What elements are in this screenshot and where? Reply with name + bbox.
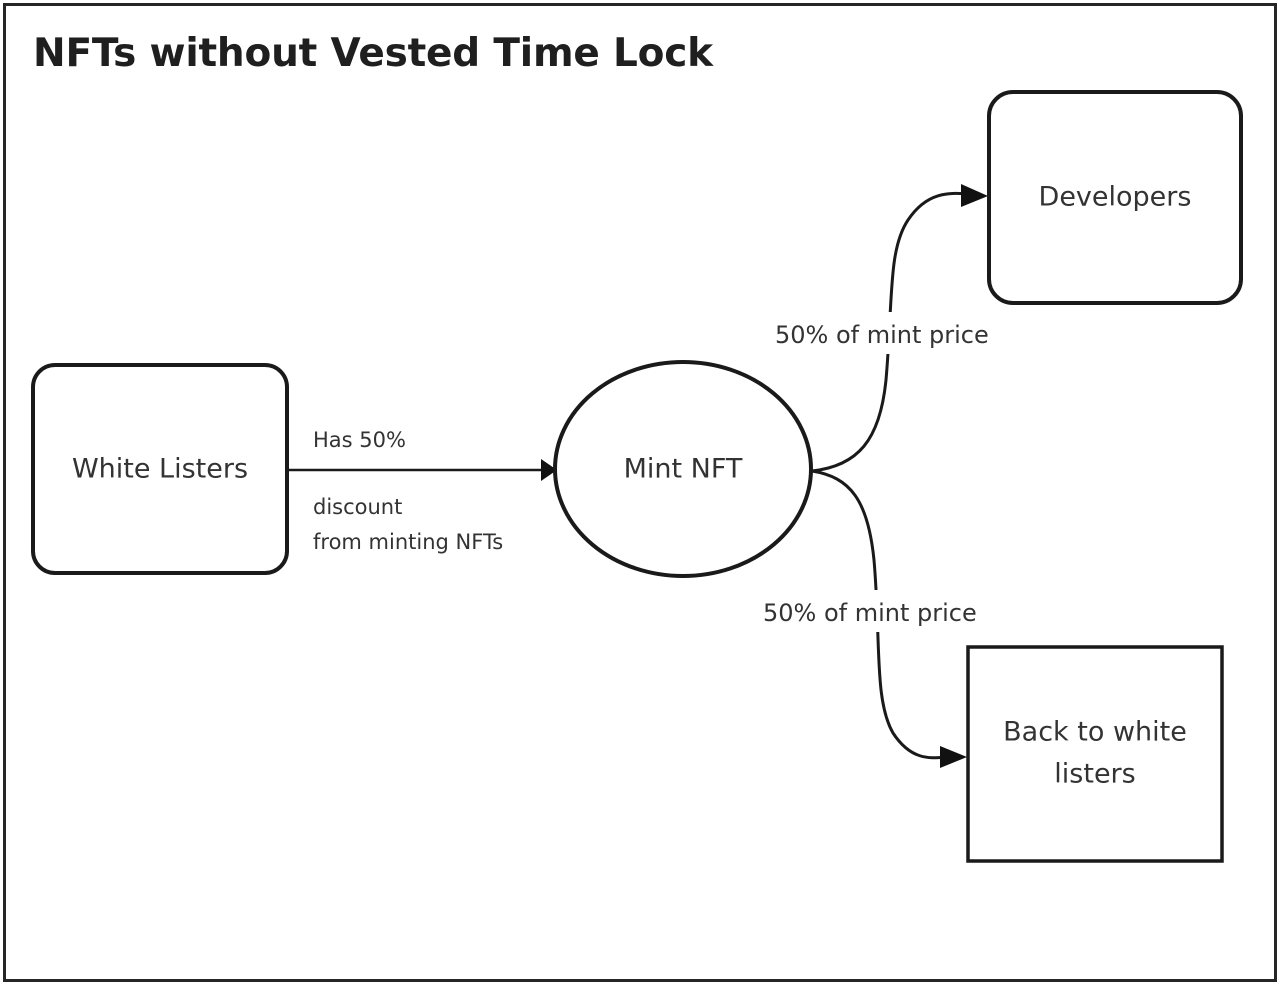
- edge-mint-nft-to-developers[interactable]: 50% of mint price: [770, 184, 1005, 473]
- node-label: White Listers: [72, 454, 248, 485]
- node-shape-rounded-rectangle: [31, 363, 289, 575]
- edge-label: 50% of mint price: [775, 321, 989, 349]
- node-back-to-white-listers[interactable]: Back to white listers: [966, 645, 1224, 863]
- node-shape-ellipse: [553, 360, 813, 578]
- node-white-listers[interactable]: White Listers: [31, 363, 289, 575]
- node-label-line-2: listers: [1054, 759, 1135, 790]
- edge-curve: [811, 469, 949, 760]
- arrow-head-icon: [961, 184, 988, 207]
- edge-label-backdrop: [770, 312, 1005, 354]
- node-shape-rectangle: [966, 645, 1224, 863]
- page-title: NFTs without Vested Time Lock: [33, 31, 713, 76]
- node-label: Developers: [1039, 182, 1192, 213]
- edge-label: 50% of mint price: [763, 599, 977, 627]
- node-label: Mint NFT: [624, 454, 743, 485]
- edge-curve: [811, 191, 969, 473]
- arrow-head-icon: [541, 459, 557, 481]
- edge-mint-nft-to-back-to-white-listers[interactable]: 50% of mint price: [758, 469, 996, 768]
- edge-label-line-1: Has 50%: [313, 428, 406, 452]
- arrow-head-icon: [940, 746, 967, 768]
- edge-label-line-2: discount: [313, 495, 402, 519]
- edge-label-line-3: from minting NFTs: [313, 530, 503, 554]
- node-mint-nft[interactable]: Mint NFT: [553, 360, 813, 578]
- node-shape-rounded-rectangle: [987, 90, 1243, 305]
- node-label-line-1: Back to white: [1003, 717, 1187, 748]
- node-developers[interactable]: Developers: [987, 90, 1243, 305]
- edge-white-listers-to-mint-nft[interactable]: Has 50% discount from minting NFTs: [288, 428, 557, 554]
- edge-label-backdrop: [758, 590, 996, 632]
